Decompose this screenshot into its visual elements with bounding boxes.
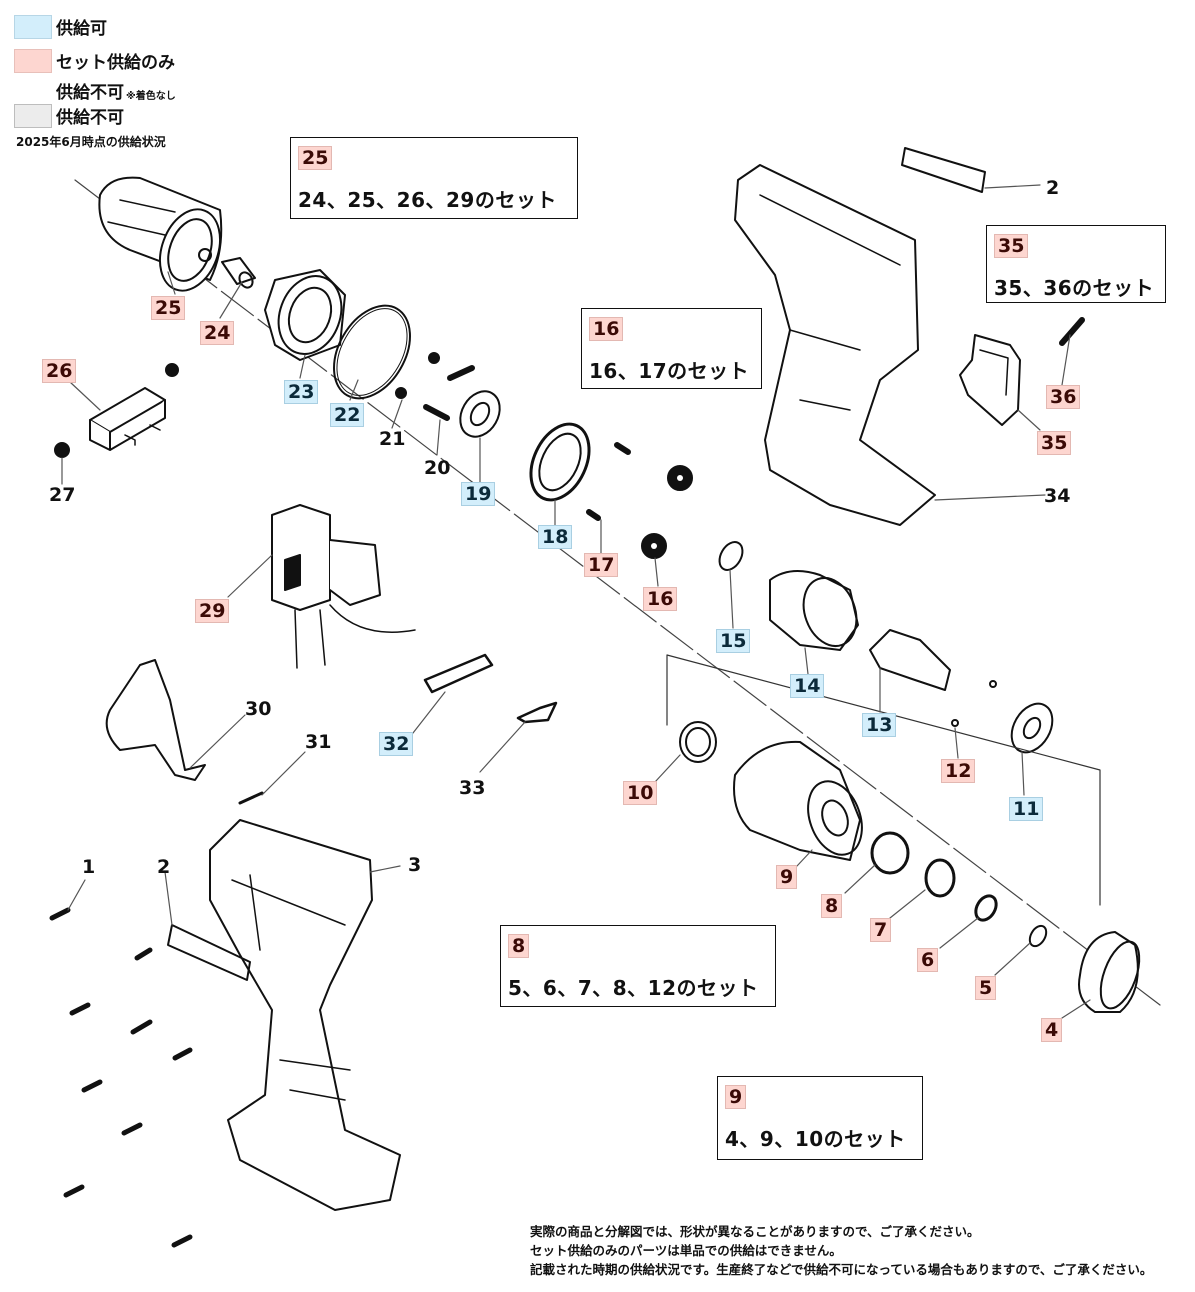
set-description: 24、25、26、29のセット [298,188,557,212]
screws-drawing [49,907,193,1248]
part-tag-17: 17 [584,553,619,577]
part-tag-32: 32 [379,732,414,756]
o-ring-drawing [333,304,411,400]
note-line: 記載された時期の供給状況です。生産終了などで供給不可になっている場合もありますの… [530,1262,1153,1277]
part-tag-13: 13 [862,713,897,737]
carrier-drawing [769,570,859,651]
legend-swatch [14,14,52,39]
part-tag-25: 25 [151,296,186,320]
set-box-25: 25 24、25、26、29のセット [290,137,578,219]
set-box-35: 35 35、36のセット [986,225,1166,303]
part-tag-19: 19 [461,482,496,506]
legend-item-set-only: セット供給のみ [14,48,175,73]
legend-swatch [14,103,52,128]
part-tag-4: 4 [1041,1018,1063,1042]
set-description: 5、6、7、8、12のセット [508,976,759,1000]
set-box-8: 8 5、6、7、8、12のセット [500,925,776,1007]
part-tag-1: 1 [82,856,96,878]
footer-notes: 実際の商品と分解図では、形状が異なることがありますので、ご了承ください。 セット… [530,1222,1152,1279]
part-tag-30: 30 [245,698,272,720]
part-tag-14: 14 [790,674,825,698]
part-tag-2: 2 [1046,177,1060,199]
part-tag-36: 36 [1046,385,1081,409]
part-tag-26: 26 [42,359,77,383]
part-tag-6: 6 [917,948,939,972]
gear-case-drawing [264,269,346,361]
part-tag-8: 8 [821,894,843,918]
legend-item-unavailable-uncolored: 供給不可 ※着色なし [14,78,176,103]
part-tag-35: 35 [1037,431,1072,455]
legend-swatch [14,48,52,73]
supply-status-date: 2025年6月時点の供給状況 [16,135,166,149]
part-tag-21: 21 [379,428,406,450]
part-tag-27: 27 [49,484,76,506]
part-tag-7: 7 [870,918,892,942]
part-tag-23: 23 [284,380,319,404]
part-tag-2: 2 [157,856,171,878]
set-key-tag: 9 [725,1085,747,1109]
part-tag-15: 15 [716,629,751,653]
part-tag-12: 12 [941,759,976,783]
legend-item-unavailable: 供給不可 [14,103,124,128]
note-line: 実際の商品と分解図では、形状が異なることがありますので、ご了承ください。 [530,1224,980,1239]
part-tag-24: 24 [200,321,235,345]
note-line: セット供給のみのパーツは単品での供給はできません。 [530,1243,842,1258]
set-key-tag: 16 [589,317,624,341]
part-tag-5: 5 [975,976,997,1000]
switch-drawing [271,504,416,669]
part-tag-10: 10 [623,781,658,805]
part-tag-22: 22 [330,403,365,427]
set-description: 35、36のセット [994,276,1155,300]
part-tag-9: 9 [776,865,798,889]
part-tag-16: 16 [643,587,678,611]
set-key-tag: 35 [994,234,1029,258]
part-tag-34: 34 [1044,485,1071,507]
set-description: 4、9、10のセット [725,1127,906,1151]
part-tag-20: 20 [424,457,451,479]
legend-label: 供給不可 [56,108,124,128]
hammer-case-drawing [733,740,863,861]
part-tag-31: 31 [305,731,332,753]
set-box-16: 16 16、17のセット [581,308,762,389]
legend-swatch [14,79,52,103]
set-description: 16、17のセット [589,359,750,383]
pinion-drawing [221,257,256,289]
brush-holder-drawing [89,387,166,451]
legend-note: ※着色なし [126,91,176,102]
housing-right-drawing [734,164,936,526]
set-key-tag: 8 [508,934,530,958]
set-box-9: 9 4、9、10のセット [717,1076,923,1160]
set-key-tag: 25 [298,146,333,170]
motor-drawing [98,176,223,292]
assembly-axis-line [74,179,1161,1006]
part-tag-11: 11 [1009,797,1044,821]
legend-item-available: 供給可 [14,14,107,39]
part-tag-3: 3 [408,854,422,876]
part-tag-33: 33 [459,777,486,799]
legend-label: 供給不可 [56,83,124,103]
part-tag-29: 29 [195,599,230,623]
legend-label: 供給可 [56,19,107,39]
housing-left-drawing [209,819,401,1211]
part-tag-18: 18 [538,525,573,549]
legend-label: セット供給のみ [56,53,175,73]
